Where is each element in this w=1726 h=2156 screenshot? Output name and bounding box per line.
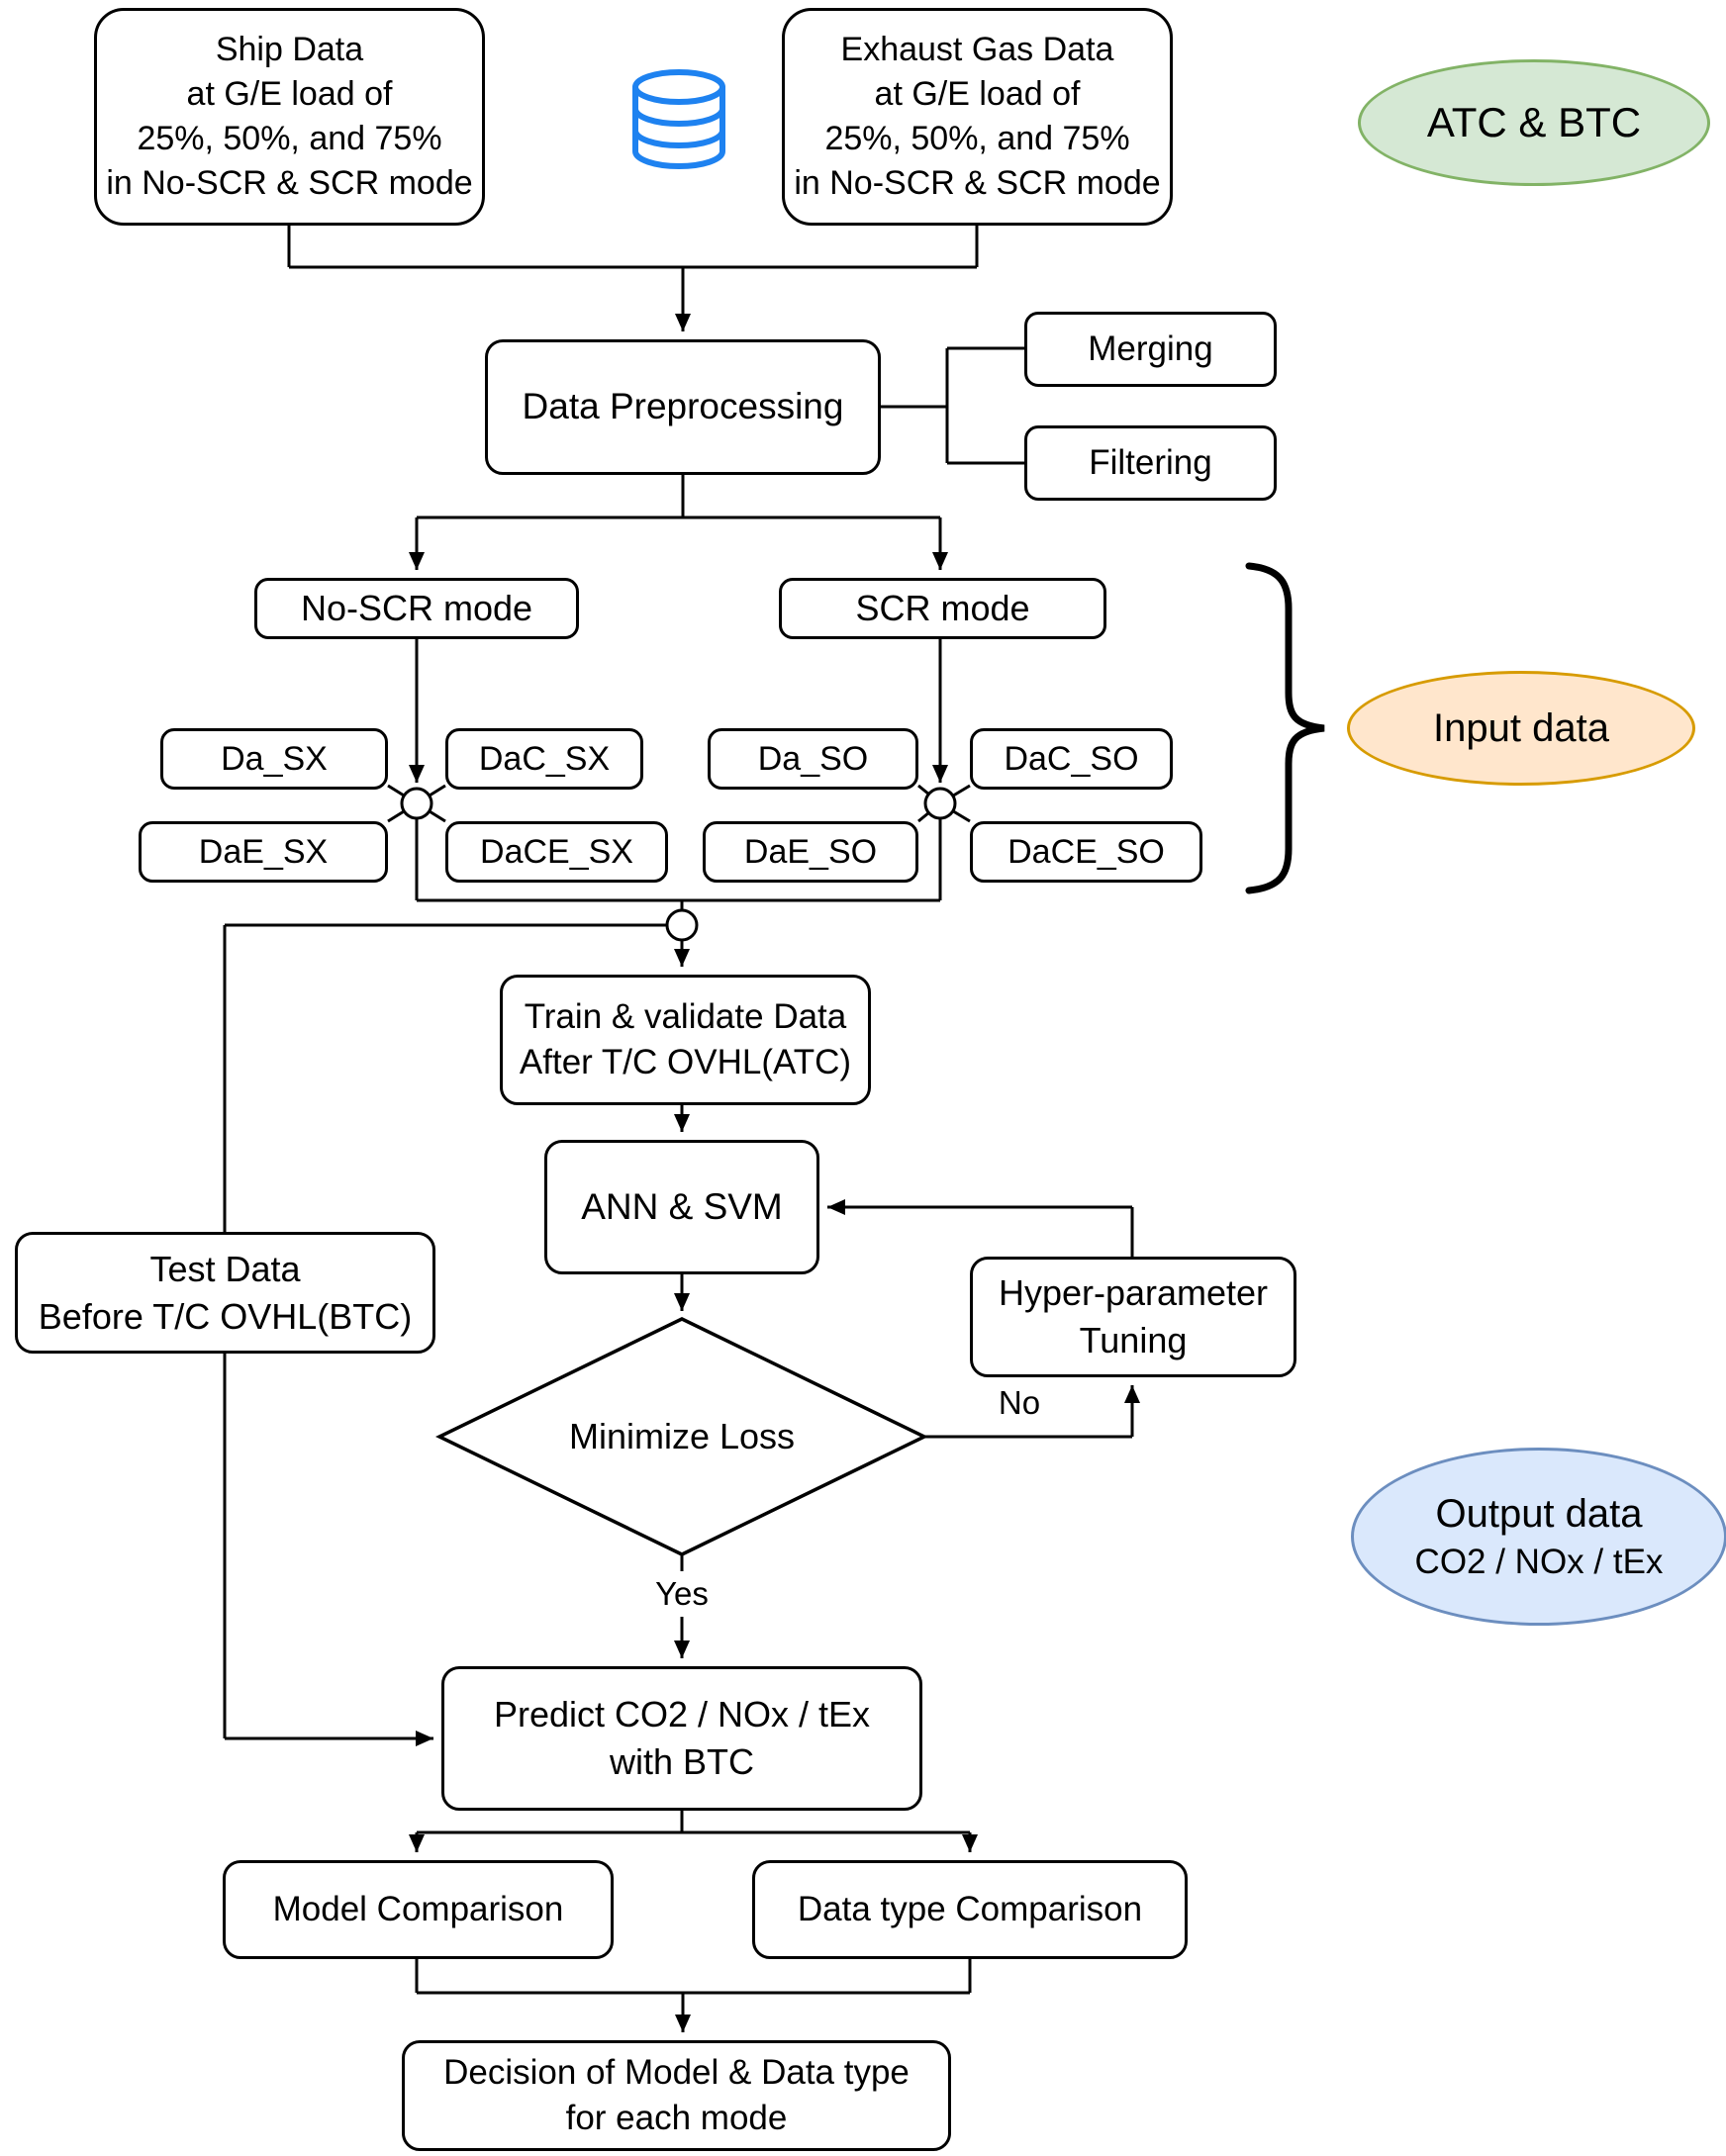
output-data-subtitle: CO2 / NOx / tEx <box>1414 1543 1664 1582</box>
junction-circle-left <box>400 787 433 820</box>
model-comparison-node: Model Comparison <box>223 1860 614 1959</box>
no-scr-mode-node: No-SCR mode <box>254 578 579 639</box>
output-data-title: Output data <box>1435 1492 1643 1537</box>
test-data-node: Test Data Before T/C OVHL(BTC) <box>15 1232 435 1354</box>
decision-node: Decision of Model & Data type for each m… <box>402 2040 951 2151</box>
dae-so-node: DaE_SO <box>703 821 918 883</box>
input-data-ellipse: Input data <box>1347 671 1695 786</box>
hyper-parameter-tuning-node: Hyper-parameter Tuning <box>970 1257 1296 1377</box>
minimize-loss-label: Minimize Loss <box>568 1416 796 1456</box>
atc-btc-ellipse: ATC & BTC <box>1358 59 1710 186</box>
dae-sx-node: DaE_SX <box>139 821 388 883</box>
minimize-loss-diamond <box>434 1317 929 1556</box>
merging-node: Merging <box>1024 312 1277 387</box>
no-label: No <box>998 1384 1041 1421</box>
filtering-node: Filtering <box>1024 425 1277 501</box>
connector-lines <box>223 226 1134 1995</box>
database-icon <box>632 69 725 169</box>
da-so-node: Da_SO <box>708 728 918 790</box>
input-group-brace <box>1245 562 1325 894</box>
scr-mode-node: SCR mode <box>779 578 1106 639</box>
dac-so-node: DaC_SO <box>970 728 1173 790</box>
junction-circle-right <box>923 787 957 820</box>
predict-node: Predict CO2 / NOx / tEx with BTC <box>441 1666 922 1811</box>
junction-circles <box>400 787 957 942</box>
dace-sx-node: DaCE_SX <box>445 821 668 883</box>
ship-data-node: Ship Data at G/E load of 25%, 50%, and 7… <box>94 8 485 226</box>
dace-so-node: DaCE_SO <box>970 821 1202 883</box>
data-preprocessing-node: Data Preprocessing <box>485 339 881 475</box>
exhaust-gas-data-node: Exhaust Gas Data at G/E load of 25%, 50%… <box>782 8 1173 226</box>
output-data-ellipse: Output data CO2 / NOx / tEx <box>1351 1448 1726 1626</box>
ann-svm-node: ANN & SVM <box>544 1140 819 1274</box>
data-type-comparison-node: Data type Comparison <box>752 1860 1188 1959</box>
dac-sx-node: DaC_SX <box>445 728 643 790</box>
da-sx-node: Da_SX <box>160 728 388 790</box>
yes-label: Yes <box>637 1571 726 1617</box>
junction-circle-center <box>665 908 699 942</box>
train-validate-node: Train & validate Data After T/C OVHL(ATC… <box>500 975 871 1105</box>
